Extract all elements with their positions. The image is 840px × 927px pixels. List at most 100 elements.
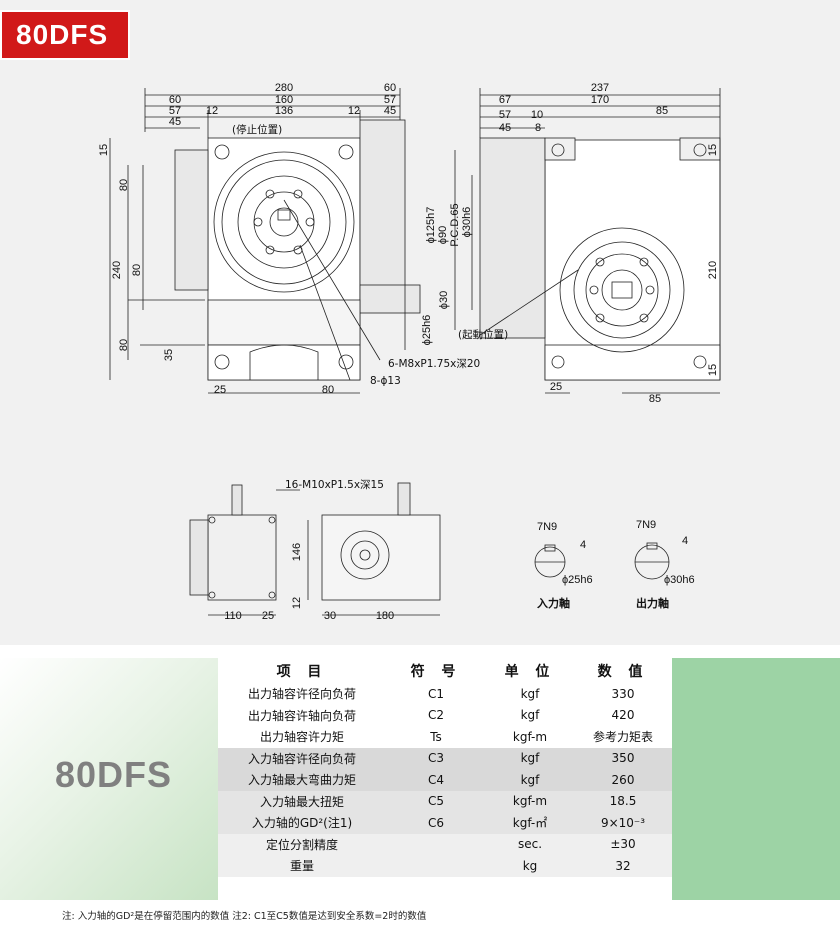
stop-position-label: (停止位置) [232,123,282,136]
input-shaft-label: 入力軸 [537,596,570,610]
row-value: 260 [574,769,672,791]
output-shaft-label: 出力軸 [636,596,669,610]
dim-57-side: 57 [499,109,511,121]
in-key-label: 7N9 [537,521,557,533]
spec-header-row: 项 目 符 号 单 位 数 值 [218,658,672,683]
dim-45-side: 45 [499,122,511,134]
table-row: 入力轴最大弯曲力矩 C4 kgf 260 [218,769,672,791]
dim-60-top: 60 [384,82,396,94]
dim-85-bottom: 85 [649,393,661,405]
row-symbol: C3 [386,747,486,769]
spec-section: 80DFS 项 目 符 号 单 位 数 值 出力轴容许径向负荷 C1 kgf 3… [0,658,840,900]
row-symbol: C1 [386,683,486,705]
row-item: 入力轴最大扭矩 [218,790,386,812]
table-row: 定位分割精度 sec. ±30 [218,833,672,855]
row-symbol: Ts [386,726,486,748]
row-symbol: C6 [386,812,486,834]
dim-phi25h6: ϕ25h6 [421,315,433,346]
dim-15-side-bottom: 15 [707,364,719,376]
dim-80-a: 80 [118,179,130,191]
row-item: 入力轴的GD²(注1) [218,812,386,834]
table-row: 入力轴最大扭矩 C5 kgf-m 18.5 [218,790,672,812]
out-shaft-dia: ϕ30h6 [664,574,695,586]
dim-210: 210 [707,261,719,279]
dim-8: 8 [535,122,541,134]
row-value: 参考力矩表 [574,726,672,748]
dim-15: 15 [98,144,110,156]
row-unit: kgf [486,683,574,705]
dim-67: 67 [499,94,511,106]
footnote: 注: 入力轴的GD²是在停留范围内的数值 注2: C1至C5数值是达到安全系数=… [62,911,427,922]
dim-60: 60 [169,94,181,106]
row-unit: kgf [486,704,574,726]
row-item: 出力轴容许力矩 [218,726,386,748]
row-item: 出力轴容许轴向负荷 [218,704,386,726]
dim-85-top: 85 [656,105,668,117]
dim-15-side-top: 15 [707,144,719,156]
row-value: ±30 [574,833,672,855]
technical-drawing: 280 60 60 160 57 57 12 136 12 45 45 15 8… [98,82,721,622]
table-row: 重量 kg 32 [218,855,672,877]
row-unit: sec. [486,833,574,855]
out-key-label: 7N9 [636,519,656,531]
table-row: 出力轴容许径向负荷 C1 kgf 330 [218,683,672,705]
dim-160: 160 [275,94,293,106]
dim-237: 237 [591,82,609,94]
dim-280: 280 [275,82,293,94]
table-row: 出力轴容许轴向负荷 C2 kgf 420 [218,704,672,726]
row-unit: kg [486,855,574,877]
dim-57-right: 57 [384,94,396,106]
row-item: 定位分割精度 [218,833,386,855]
dim-phi30h6: ϕ30h6 [461,207,473,238]
row-symbol [386,833,486,855]
dim-146: 146 [291,543,303,561]
row-value: 18.5 [574,790,672,812]
row-symbol [386,855,486,877]
header-symbol: 符 号 [386,658,486,683]
table-row: 入力轴容许径向负荷 C3 kgf 350 [218,747,672,769]
row-unit: kgf [486,769,574,791]
dim-12-bottom: 12 [291,597,303,609]
m10-callout: 16-M10xP1.5x深15 [285,479,384,491]
row-unit: kgf-m [486,726,574,748]
row-value: 9×10⁻³ [574,812,672,834]
row-item: 入力轴最大弯曲力矩 [218,769,386,791]
in-shaft-dia: ϕ25h6 [562,574,593,586]
table-row: 入力轴的GD²(注1) C6 kgf-㎡ 9×10⁻³ [218,812,672,834]
out-key-height: 4 [682,535,688,547]
bolt-hole-callout: 8-ϕ13 [370,375,401,387]
dim-110: 110 [224,610,242,622]
table-row: 出力轴容许力矩 Ts kgf-m 参考力矩表 [218,726,672,748]
dim-pcd: P.C.D.65 [449,203,461,246]
row-item: 入力轴容许径向负荷 [218,747,386,769]
dim-80-c: 80 [118,339,130,351]
dim-12-right: 12 [348,105,360,117]
row-value: 350 [574,747,672,769]
dim-45: 45 [169,116,181,128]
spec-table: 项 目 符 号 单 位 数 值 出力轴容许径向负荷 C1 kgf 330 出力轴… [218,658,672,877]
dim-30-bottom: 30 [324,610,336,622]
spec-right-panel [672,658,840,900]
dim-phi125h7: ϕ125h7 [425,207,437,244]
row-unit: kgf-m [486,790,574,812]
header-unit: 单 位 [486,658,574,683]
model-badge: 80DFS [0,10,130,60]
row-symbol: C4 [386,769,486,791]
dim-45-right: 45 [384,105,396,117]
dim-57: 57 [169,105,181,117]
dim-25-side: 25 [550,381,562,393]
row-value: 330 [574,683,672,705]
dim-phi30: ϕ30 [438,291,450,309]
row-value: 32 [574,855,672,877]
dim-25-bottom: 25 [262,610,274,622]
row-value: 420 [574,704,672,726]
spec-left-panel [0,658,218,900]
row-unit: kgf [486,747,574,769]
row-item: 重量 [218,855,386,877]
row-unit: kgf-㎡ [486,812,574,834]
dim-35: 35 [163,349,175,361]
in-key-height: 4 [580,539,586,551]
start-position-label: (起動位置) [458,328,508,341]
dim-136: 136 [275,105,293,117]
row-symbol: C2 [386,704,486,726]
